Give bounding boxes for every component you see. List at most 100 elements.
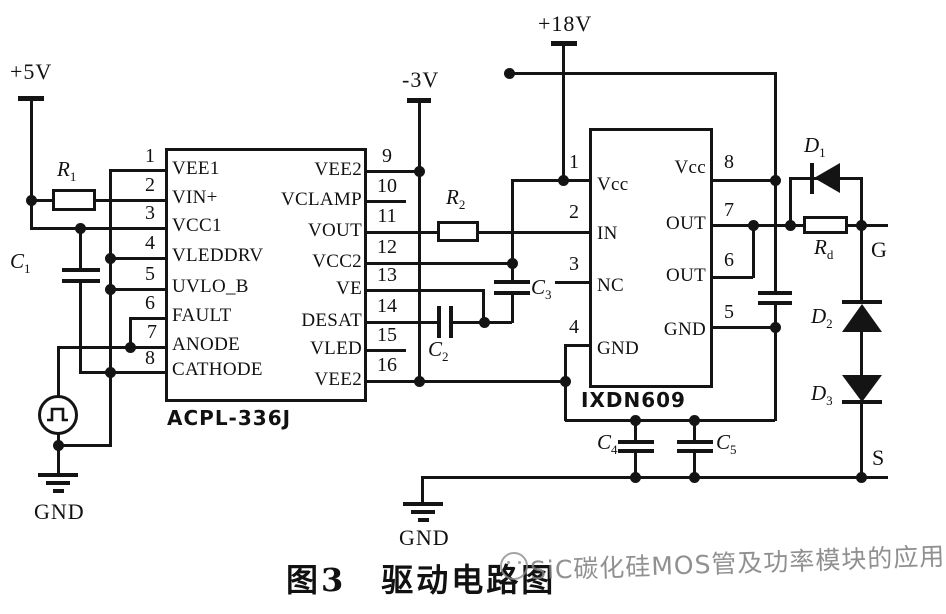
diode-d1-cathode-bar: [810, 163, 814, 194]
junction-dot: [558, 175, 569, 186]
ic1-pin-number: 8: [145, 347, 155, 369]
junction-dot: [75, 223, 86, 234]
c1-label: C1: [10, 249, 31, 277]
junction-dot: [689, 472, 700, 483]
junction-dot: [856, 472, 867, 483]
watermark-text: SiC碳化硅MOS管及功率模块的应用: [529, 541, 946, 586]
capacitor-c4-plate: [618, 449, 654, 453]
junction-dot: [414, 166, 425, 177]
wire: [31, 227, 165, 230]
d3-label: D3: [811, 381, 833, 409]
ic1-pin-number: 1: [145, 145, 155, 167]
ic2-pin-label: OUT: [666, 213, 706, 234]
ic1-pin-label: VCC2: [312, 251, 362, 272]
ic2-pin-number: 4: [569, 316, 579, 338]
c5-label: C5: [716, 430, 737, 458]
minus3v-rail-bar: [407, 98, 431, 103]
ic2-pin-label: GND: [597, 338, 640, 359]
ic1-pin-number: 2: [145, 174, 155, 196]
ic1-pin-label: FAULT: [172, 305, 232, 326]
wire: [509, 72, 775, 75]
capacitor-c1-plate: [62, 268, 100, 272]
junction-dot: [504, 68, 515, 79]
ic2-pin-number: 2: [569, 201, 579, 223]
wire: [109, 169, 112, 374]
ic1-pin-label: VEE1: [172, 158, 220, 179]
wire: [774, 304, 777, 421]
square-wave-icon: [47, 407, 68, 422]
ground-symbol: [418, 518, 429, 522]
diode-d2: [842, 304, 882, 332]
junction-dot: [785, 220, 796, 231]
wire: [479, 231, 589, 234]
capacitor-c2-plate: [437, 306, 441, 338]
wire: [511, 294, 514, 323]
ic1-pin-number: 9: [382, 145, 392, 167]
junction-dot: [414, 376, 425, 387]
wire: [129, 317, 132, 349]
wire: [57, 434, 60, 473]
wire: [79, 227, 82, 268]
capacitor-c5-plate: [677, 449, 713, 453]
wire: [110, 288, 165, 291]
wire: [789, 177, 792, 226]
ic1-pin-label: VOUT: [308, 220, 362, 241]
ic1-pin-number: 7: [147, 321, 157, 343]
plus5v-label: +5V: [10, 59, 53, 84]
wire: [109, 371, 112, 447]
plus18v-label: +18V: [538, 11, 593, 36]
junction-dot: [630, 415, 641, 426]
wire: [565, 419, 775, 422]
junction-dot: [560, 376, 571, 387]
gnd-label-left: GND: [34, 499, 85, 524]
ic1-pin-label: VLED: [310, 338, 362, 359]
ic1-pin-number: 11: [377, 205, 397, 227]
capacitor-c1-plate: [62, 279, 100, 283]
junction-dot: [770, 175, 781, 186]
wire: [634, 419, 637, 441]
wire: [367, 321, 437, 324]
wire: [367, 200, 406, 203]
wire: [130, 317, 165, 320]
wire: [367, 349, 406, 352]
ic2-pin-number: 3: [569, 253, 579, 275]
junction-dot: [689, 415, 700, 426]
wire: [31, 199, 52, 202]
ic1-pin-label: UVLO_B: [172, 276, 249, 297]
ground-symbol: [38, 473, 78, 477]
d2-label: D2: [811, 304, 833, 332]
wire: [511, 179, 514, 265]
ground-symbol: [411, 510, 435, 514]
ic1-pin-number: 6: [145, 292, 155, 314]
rail-bypass-capacitor-plate: [758, 291, 792, 295]
ic1-name-label: ACPL-336J: [167, 406, 292, 430]
diode-d3-cathode-bar: [842, 400, 882, 404]
gate-terminal-label: G: [871, 237, 888, 262]
junction-dot: [770, 322, 781, 333]
ic2-pin-label: IN: [597, 223, 618, 244]
ic1-pin-number: 10: [377, 175, 397, 197]
junction-dot: [507, 258, 518, 269]
gnd-label-bottom: GND: [399, 525, 450, 550]
capacitor-c3-plate: [494, 280, 530, 284]
ic1-pin-number: 15: [377, 324, 397, 346]
ic1-pin-label: VCC1: [172, 215, 222, 236]
ic1-pin-label: VEE2: [314, 369, 362, 390]
junction-dot: [630, 472, 641, 483]
ic1-pin-label: VCLAMP: [281, 189, 362, 210]
wire: [80, 371, 165, 374]
pulse-source: [38, 395, 78, 435]
ground-symbol: [46, 481, 70, 485]
plus18v-rail-bar: [551, 41, 577, 46]
junction-dot: [26, 195, 37, 206]
ground-symbol: [403, 502, 443, 506]
ic2-pin-label: Vcc: [674, 157, 706, 178]
ic1-pin-label: VE: [336, 278, 362, 299]
ic2-pin-number: 1: [569, 151, 579, 173]
wire: [693, 419, 696, 441]
junction-dot: [748, 220, 759, 231]
wire: [79, 282, 82, 374]
wire: [848, 224, 888, 227]
junction-dot: [105, 284, 116, 295]
resistor-r1: [52, 189, 96, 211]
